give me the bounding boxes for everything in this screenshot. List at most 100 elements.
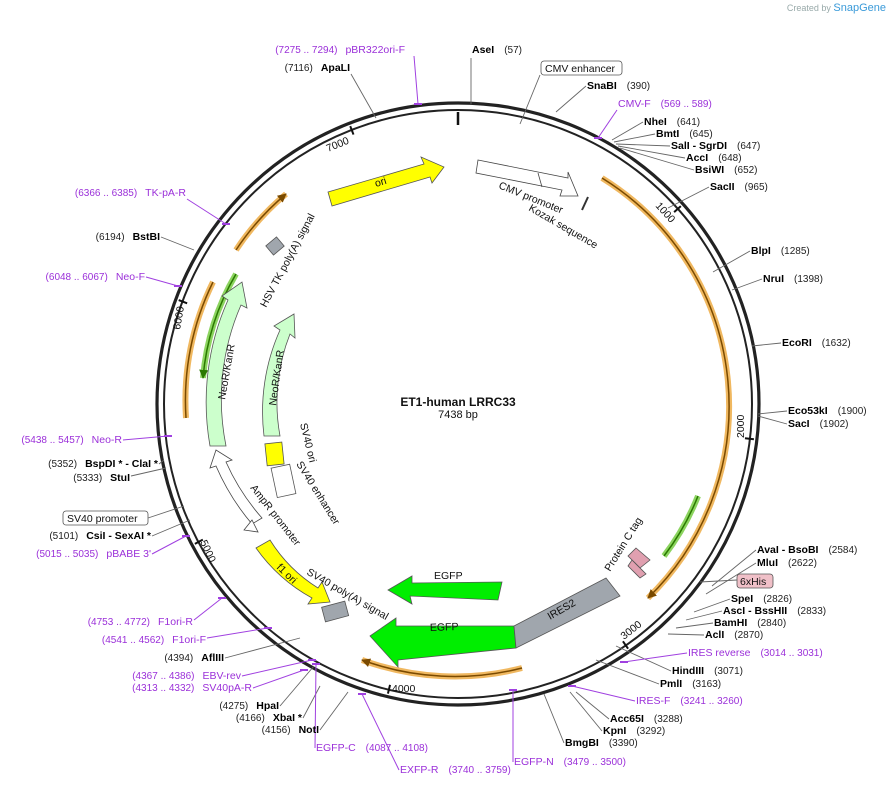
- restriction-site-label: NheI(641): [644, 116, 700, 128]
- feature-label-egfp-upper: EGFP: [434, 570, 463, 582]
- feature-neor-inner: NeoR/KanR: [262, 313, 296, 437]
- site-leader-line: [685, 610, 723, 621]
- primer-label: CMV-F(569 .. 589): [618, 98, 712, 110]
- site-leader-line: [611, 121, 644, 141]
- restriction-site-label: NruI(1398): [763, 273, 823, 285]
- primer-leader-line: [186, 198, 227, 225]
- primer-label: EXFP-R(3740 .. 3759): [400, 764, 511, 776]
- site-leader-line: [619, 147, 695, 171]
- site-leader-line: [543, 693, 565, 744]
- primer-label: EGFP-C(4087 .. 4108): [316, 742, 428, 754]
- site-leader-line: [731, 278, 763, 291]
- site-leader-line: [667, 186, 710, 209]
- restriction-site-label: Eco53kI(1900): [788, 405, 867, 417]
- restriction-site-label: PmlI(3163): [660, 678, 721, 690]
- restriction-site-label: AclI(2870): [705, 629, 763, 641]
- feature-label-kozak: Kozak sequence: [527, 202, 600, 251]
- site-leader-line: [575, 691, 610, 720]
- box-cmv-enhancer: CMV enhancer: [519, 60, 623, 125]
- site-leader-line: [675, 622, 714, 629]
- restriction-site-label: HindIII(3071): [672, 665, 743, 677]
- primer-leader-line: [623, 652, 688, 663]
- restriction-site-label: (6194)BstBI: [96, 231, 160, 243]
- restriction-site-label: (7116)ApaLI: [285, 62, 350, 74]
- feature-label-sv40-enhancer: SV40 enhancer: [293, 459, 342, 527]
- primer-leader-line: [571, 685, 636, 702]
- feature-cmv-promoter: CMV promoter: [475, 159, 579, 217]
- site-leader-line: [667, 633, 705, 636]
- feature-protein-c-tag: Protein C tag: [602, 515, 651, 579]
- tick-label-4000: 4000: [392, 683, 416, 695]
- site-leader-line: [569, 691, 603, 732]
- primer-leader-line: [241, 659, 313, 677]
- restriction-site-label: BlpI(1285): [751, 245, 810, 257]
- site-leader-line: [757, 415, 788, 425]
- primer-label: (5015 .. 5035)pBABE 3': [36, 548, 151, 560]
- site-leader-line: [613, 133, 656, 143]
- primer-leader-line: [361, 693, 400, 771]
- primer-label: (4313 .. 4332)SV40pA-R: [132, 682, 252, 694]
- site-leader-line: [555, 85, 587, 113]
- restriction-site-label: SacI(1902): [788, 418, 849, 430]
- site-leader-line: [160, 236, 195, 251]
- plasmid-length: 7438 bp: [438, 409, 478, 421]
- orf-arcs: [182, 175, 733, 680]
- tick-label-3000: 3000: [618, 618, 644, 642]
- feature-small-arrow: [243, 519, 259, 533]
- site-leader-line: [130, 467, 167, 477]
- feature-label-egfp-lower: EGFP: [430, 621, 459, 634]
- restriction-site-label: (5333)StuI: [73, 472, 130, 484]
- site-leader-line: [712, 250, 751, 273]
- tick-marks: [178, 125, 755, 694]
- feature-egfp-lower: EGFP: [369, 617, 517, 669]
- box-label-cmv-enhancer: CMV enhancer: [545, 63, 616, 75]
- primer-leader-line: [413, 55, 419, 105]
- tick-mark: [744, 437, 755, 441]
- site-leader-line: [302, 685, 321, 719]
- tick-label-7000: 7000: [325, 135, 351, 155]
- restriction-site-label: AscI - BssHII(2833): [723, 605, 826, 617]
- primer-labels: (7275 .. 7294)pBR322ori-F CMV-F(569 .. 58…: [21, 44, 822, 776]
- feature-label-ori: ori: [373, 175, 388, 190]
- restriction-site-label: EcoRI(1632): [782, 337, 851, 349]
- leader-lines: [122, 55, 788, 771]
- tick-mark: [622, 640, 629, 650]
- site-leader-line: [617, 145, 686, 159]
- restriction-site-label: (4166)XbaI *: [236, 712, 303, 724]
- restriction-site-label: BsiWI(652): [695, 164, 758, 176]
- feature-hsv-tk-polya: HSV TK poly(A) signal: [258, 212, 318, 310]
- tick-mark: [386, 684, 392, 694]
- restriction-site-label: SnaBI(390): [587, 80, 650, 92]
- restriction-site-label: BmtI(645): [656, 128, 713, 140]
- restriction-site-label: (5352)BspDI * - ClaI *: [48, 458, 159, 470]
- site-leader-line: [615, 143, 671, 147]
- site-labels: AseI(57)SnaBI(390)NheI(641)BmtI(645)SalI…: [48, 44, 866, 749]
- site-leader-line: [595, 659, 660, 685]
- site-leader-line: [615, 645, 672, 672]
- primer-leader-line: [122, 435, 169, 441]
- site-leader-line: [757, 410, 788, 415]
- restriction-site-label: BmgBI(3390): [565, 737, 638, 749]
- restriction-site-label: BamHI(2840): [714, 617, 786, 629]
- primer-label: (4367 .. 4386)EBV-rev: [132, 670, 242, 682]
- restriction-site-label: (4394)AflIII: [164, 652, 224, 664]
- primer-label: (4541 .. 4562)F1ori-F: [102, 634, 206, 646]
- site-leader-line: [151, 519, 191, 537]
- feature-ori: ori: [327, 156, 445, 207]
- feature-ires2: IRES2: [513, 577, 621, 649]
- restriction-site-label: KpnI(3292): [603, 725, 665, 737]
- backbone-inner: [163, 109, 753, 699]
- credit-prefix: Created by: [786, 3, 831, 13]
- primer-label: (5438 .. 5457)Neo-R: [21, 434, 122, 446]
- box-sv40-promoter: SV40 promoter: [62, 505, 185, 526]
- plasmid-name: ET1-human LRRC33: [400, 395, 516, 409]
- restriction-site-label: (4156)NotI: [262, 724, 319, 736]
- site-leader-line: [705, 562, 757, 595]
- primer-label: (7275 .. 7294)pBR322ori-F: [275, 44, 405, 56]
- primer-leader-line: [252, 669, 305, 689]
- primer-label: IRES reverse(3014 .. 3031): [688, 647, 823, 659]
- backbone-outer: [155, 101, 761, 707]
- tick-mark: [194, 538, 204, 545]
- tick-label-6000: 6000: [171, 305, 187, 330]
- restriction-site-label: Acc65I(3288): [610, 713, 683, 725]
